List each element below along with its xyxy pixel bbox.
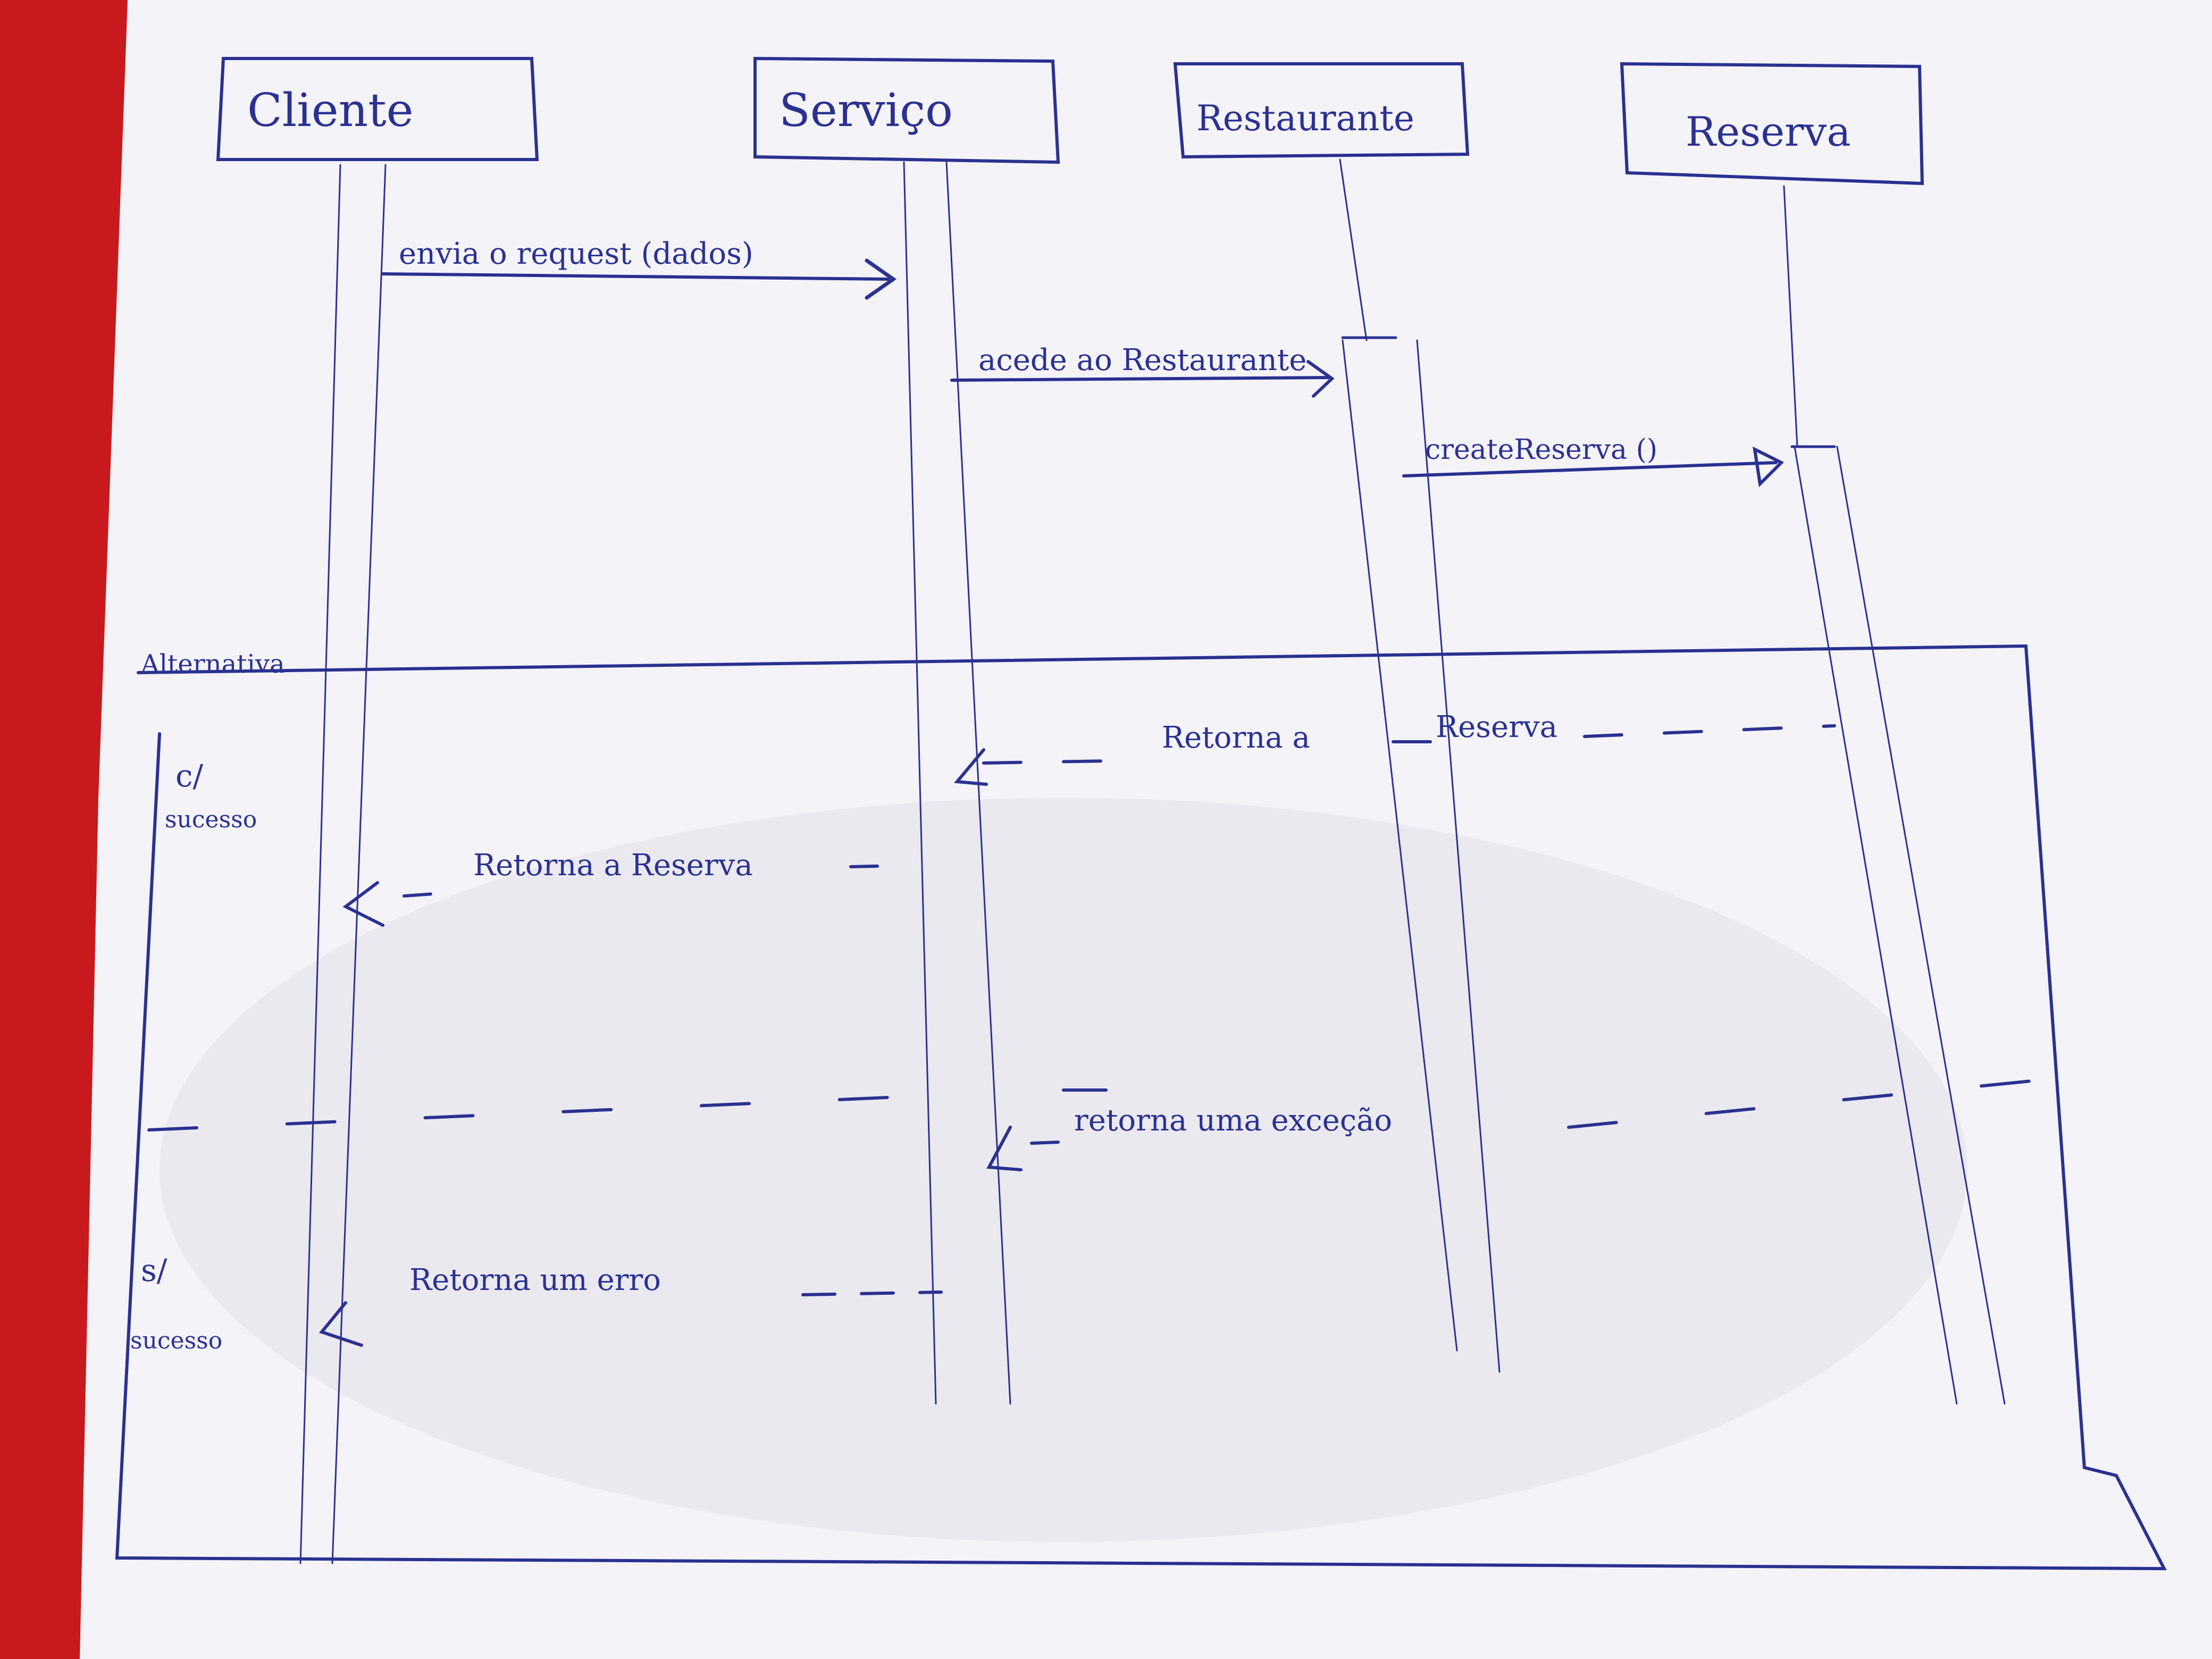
msg-arrow-acede: [950, 376, 1331, 382]
operand-separator: [147, 1073, 2102, 1132]
paper: [80, 0, 2212, 1659]
msg-label-request: envia o request (dados): [399, 237, 753, 271]
lifeline-reserva-left: [1794, 446, 1958, 1405]
msg-arrow-request: [381, 272, 890, 281]
fragment-frame: [115, 644, 2167, 1571]
arrowhead-return-2: [342, 881, 384, 927]
lifeline-cliente-right: [331, 164, 387, 1564]
msg-return-servico-to-cliente: [403, 864, 900, 898]
actor-box-servico: [753, 56, 1060, 164]
arrowhead-return-1: [954, 748, 988, 786]
lifeline-restaurante-right: [1416, 339, 1501, 1373]
msg-return-excecao-dash: [1030, 1141, 1060, 1145]
shadow: [160, 798, 1967, 1542]
arrowhead-return-3: [986, 1126, 1023, 1171]
arrowhead-acede: [1306, 360, 1335, 398]
guard-failure-2: sucesso: [130, 1327, 223, 1354]
return-label-4b: Reserva: [1436, 710, 1557, 744]
return-label-6: retorna uma exceção: [1074, 1103, 1393, 1138]
msg-return-reserva-to-servico: [982, 724, 1836, 765]
actor-restaurante: Restaurante: [1196, 98, 1414, 139]
msg-return-erro: [801, 1291, 943, 1296]
guard-success-2: sucesso: [165, 806, 257, 833]
actor-cliente: Cliente: [247, 84, 414, 137]
guard-failure-1: s/: [141, 1252, 167, 1288]
lifelines: [299, 158, 2006, 1564]
lifeline-restaurante-left: [1342, 339, 1458, 1352]
arrowhead-create: [1753, 446, 1784, 488]
msg-label-acede: acede ao Restaurante: [978, 343, 1307, 378]
fragment-label: Alternativa: [141, 649, 285, 679]
msg-arrow-create: [1402, 461, 1778, 477]
actor-reserva: Reserva: [1686, 108, 1851, 155]
actor-servico: Serviço: [779, 84, 953, 137]
msg-label-create: createReserva (): [1425, 434, 1658, 466]
actor-box-reserva: [1620, 62, 1924, 186]
lifeline-cliente-left: [299, 164, 341, 1564]
actor-box-restaurante: [1173, 62, 1470, 159]
return-label-5: Retorna a Reserva: [473, 848, 753, 883]
return-label-4a: Retorna a: [1162, 720, 1310, 755]
guard-success-1: c/: [175, 758, 204, 794]
actor-box-cliente: [216, 57, 539, 161]
lifeline-servico-left: [903, 161, 937, 1405]
lifeline-reserva-right: [1836, 446, 2006, 1405]
arrowhead-return-4: [319, 1301, 363, 1347]
arrowhead-request: [865, 258, 897, 300]
return-label-7: Retorna um erro: [409, 1263, 661, 1297]
